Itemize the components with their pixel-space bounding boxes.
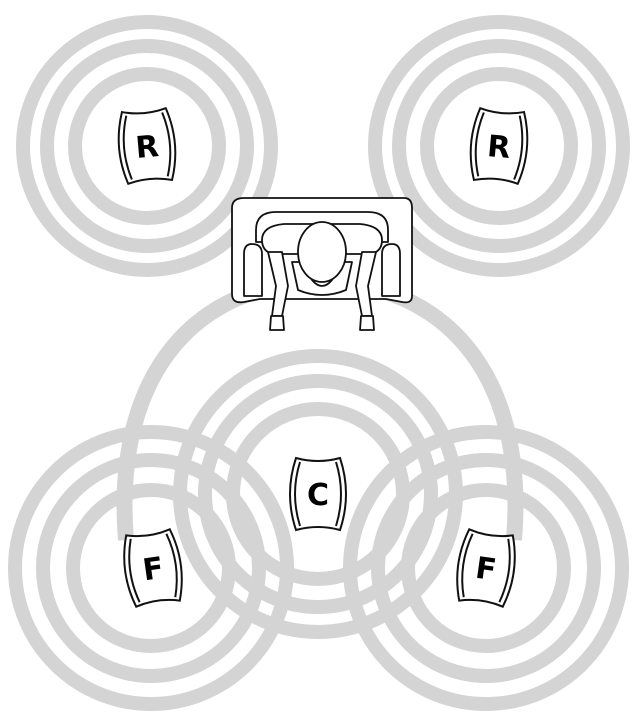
person-head [298,222,346,282]
speaker-rear-left: R [116,108,178,185]
armchair-arm-right [382,244,400,296]
speaker-center: C [290,458,346,530]
sound-waves [15,22,623,704]
speaker-rear-right: R [468,108,530,185]
speaker-label: R [486,129,512,166]
speaker-front-right: F [453,528,518,607]
person-hand-right [360,316,374,330]
speaker-label: C [307,478,329,513]
speaker-front-left: F [120,528,185,607]
speaker-label: R [134,129,160,166]
person-in-chair-icon [232,198,412,330]
person-hand-left [270,316,284,330]
armchair-arm-left [244,244,262,296]
